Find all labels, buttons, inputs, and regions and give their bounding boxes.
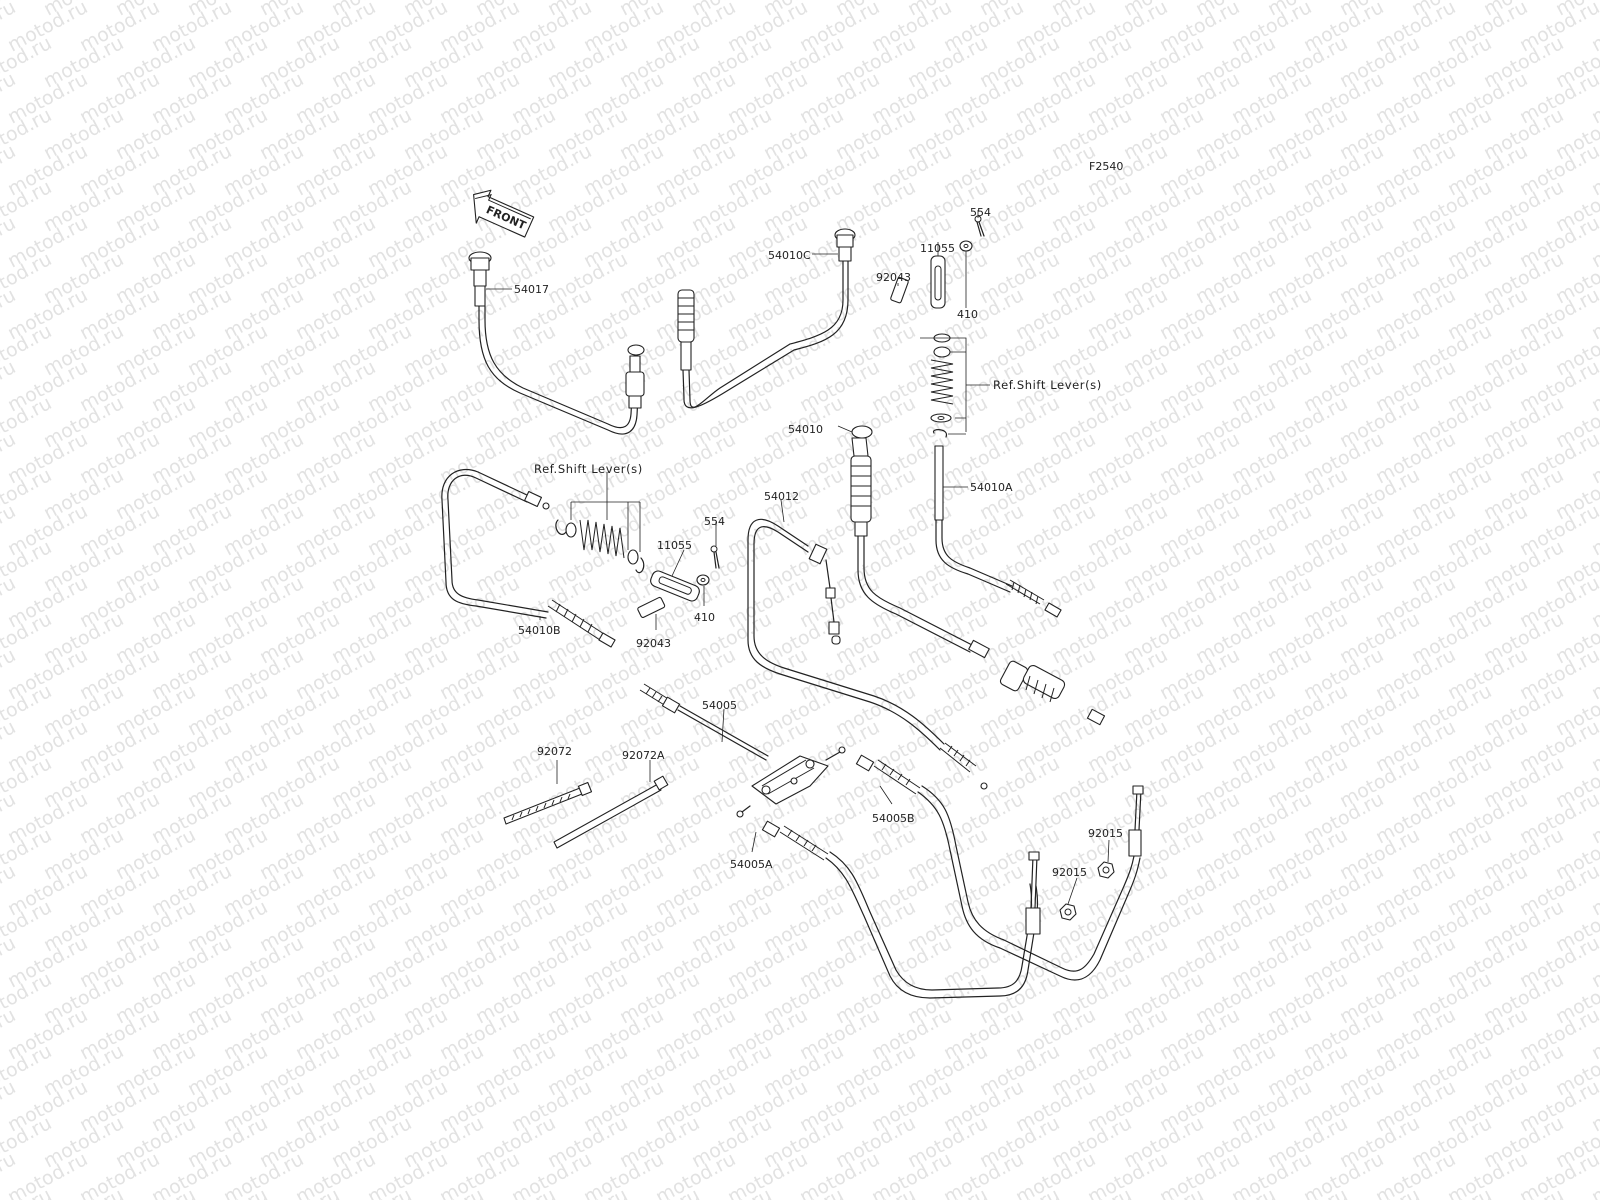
label-54010b: 54010B xyxy=(518,624,561,637)
label-92043-top: 92043 xyxy=(876,271,911,284)
label-92072: 92072 xyxy=(537,745,572,758)
label-410-mid: 410 xyxy=(694,611,715,624)
figure-code: F2540 xyxy=(1089,160,1123,173)
nut-92015-b[interactable] xyxy=(1059,903,1077,921)
label-54005a: 54005A xyxy=(730,858,773,871)
label-11055-top: 11055 xyxy=(920,242,955,255)
label-554-mid: 554 xyxy=(704,515,725,528)
label-54010c: 54010C xyxy=(768,249,811,262)
nut-92015-a[interactable] xyxy=(1097,861,1115,879)
ref-shift-lever-top: Ref.Shift Lever(s) xyxy=(993,378,1102,392)
part-410-top[interactable] xyxy=(959,240,973,252)
label-54010: 54010 xyxy=(788,423,823,436)
ref-shift-lever-mid: Ref.Shift Lever(s) xyxy=(534,462,643,476)
label-410-top: 410 xyxy=(957,308,978,321)
label-54010a: 54010A xyxy=(970,481,1013,494)
label-554-top: 554 xyxy=(970,206,991,219)
label-92072a: 92072A xyxy=(622,749,665,762)
part-11055-top[interactable] xyxy=(930,255,946,309)
label-54012: 54012 xyxy=(764,490,799,503)
label-92043-mid: 92043 xyxy=(636,637,671,650)
label-92015-b: 92015 xyxy=(1052,866,1087,879)
label-92015-a: 92015 xyxy=(1088,827,1123,840)
label-54017: 54017 xyxy=(514,283,549,296)
part-410-mid[interactable] xyxy=(696,574,710,586)
label-54005b: 54005B xyxy=(872,812,915,825)
label-54005: 54005 xyxy=(702,699,737,712)
label-11055-mid: 11055 xyxy=(657,539,692,552)
